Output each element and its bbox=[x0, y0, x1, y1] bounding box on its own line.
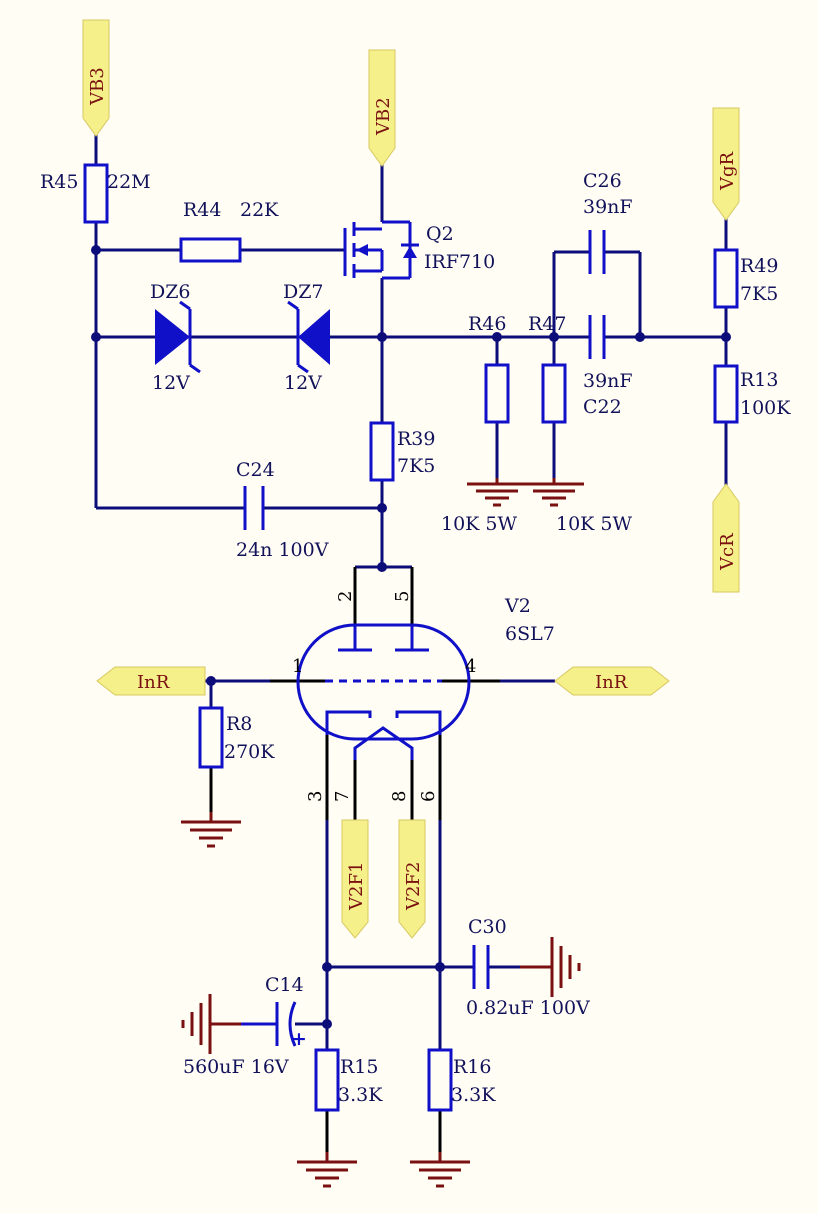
port-inr-left-label: InR bbox=[137, 672, 170, 693]
r44-value: 22K bbox=[240, 199, 279, 221]
v2-value: 6SL7 bbox=[505, 623, 555, 645]
resistor-r39: R39 7K5 bbox=[369, 421, 435, 482]
port-inr-left: InR bbox=[96, 666, 206, 696]
port-v2f2: V2F2 bbox=[398, 819, 426, 939]
port-vcr: VcR bbox=[712, 483, 740, 593]
dz6-ref: DZ6 bbox=[150, 281, 191, 303]
resistor-r47: R47 10K 5W bbox=[528, 313, 632, 535]
port-vgr: VgR bbox=[712, 107, 740, 221]
junctions bbox=[91, 245, 731, 1029]
tube-pin-7: 7 bbox=[332, 791, 353, 802]
resistor-r49: R49 7K5 bbox=[713, 248, 778, 309]
tube-pin-6: 6 bbox=[418, 791, 439, 802]
ground-r15 bbox=[297, 1152, 357, 1188]
c22-ref: C22 bbox=[583, 396, 622, 418]
r15-value: 3.3K bbox=[338, 1084, 383, 1106]
resistor-r13: R13 100K bbox=[713, 364, 791, 424]
q2-value: IRF710 bbox=[424, 251, 495, 273]
tube-leads bbox=[209, 567, 500, 1160]
port-vgr-label: VgR bbox=[717, 151, 738, 191]
c24-ref: C24 bbox=[236, 459, 275, 481]
tube-pin-1: 1 bbox=[292, 656, 303, 677]
port-vb3-label: VB3 bbox=[87, 67, 108, 106]
ground-r8 bbox=[181, 812, 241, 848]
mosfet-q2: Q2 IRF710 bbox=[343, 220, 495, 280]
tube-pin-5: 5 bbox=[392, 591, 413, 602]
port-inr-right-label: InR bbox=[595, 672, 628, 693]
port-v2f1: V2F1 bbox=[341, 819, 369, 939]
r39-ref: R39 bbox=[397, 428, 435, 450]
c22-value: 39nF bbox=[583, 370, 633, 392]
v2-ref: V2 bbox=[504, 595, 531, 617]
c24-value: 24n 100V bbox=[236, 539, 329, 561]
dz6-value: 12V bbox=[152, 372, 190, 394]
dz7-ref: DZ7 bbox=[283, 281, 324, 303]
r13-ref: R13 bbox=[740, 369, 778, 391]
r46-ref: R46 bbox=[468, 313, 506, 335]
c14-ref: C14 bbox=[265, 974, 304, 996]
capacitor-c30: C30 0.82uF 100V bbox=[466, 916, 590, 1019]
r13-value: 100K bbox=[740, 397, 791, 419]
r16-ref: R16 bbox=[453, 1056, 491, 1078]
capacitor-c24: C24 24n 100V bbox=[236, 459, 329, 561]
c26-value: 39nF bbox=[583, 196, 633, 218]
r49-ref: R49 bbox=[740, 255, 778, 277]
zener-dz6: DZ6 12V bbox=[150, 281, 201, 394]
tube-pin-8: 8 bbox=[389, 791, 410, 802]
r45-value: 22M bbox=[107, 171, 151, 193]
c30-ref: C30 bbox=[468, 916, 507, 938]
r44-ref: R44 bbox=[183, 199, 221, 221]
port-vb2-label: VB2 bbox=[373, 97, 394, 136]
r47-value: 10K 5W bbox=[556, 513, 632, 535]
q2-ref: Q2 bbox=[426, 223, 454, 245]
port-v2f2-label: V2F2 bbox=[403, 862, 424, 911]
r15-ref: R15 bbox=[340, 1056, 378, 1078]
c30-value: 0.82uF 100V bbox=[466, 997, 590, 1019]
resistor-r8: R8 270K bbox=[198, 706, 275, 769]
resistor-r45: R45 22M bbox=[40, 163, 151, 224]
capacitor-c22: 39nF C22 bbox=[583, 315, 633, 418]
ground-c14 bbox=[181, 994, 241, 1054]
ground-r16 bbox=[410, 1152, 470, 1188]
r8-value: 270K bbox=[224, 741, 275, 763]
ground-r46 bbox=[467, 478, 527, 507]
tube-pin-4: 4 bbox=[465, 656, 476, 677]
capacitor-c26: C26 39nF bbox=[583, 170, 633, 274]
ground-c30 bbox=[520, 937, 581, 997]
r8-ref: R8 bbox=[226, 713, 252, 735]
c26-ref: C26 bbox=[583, 170, 622, 192]
r45-ref: R45 bbox=[40, 171, 78, 193]
zener-dz7: DZ7 12V bbox=[283, 281, 330, 394]
capacitor-c14: + C14 560uF 16V bbox=[183, 974, 307, 1078]
c14-value: 560uF 16V bbox=[183, 1056, 289, 1078]
c14-polarity: + bbox=[291, 1028, 307, 1050]
r39-value: 7K5 bbox=[397, 455, 435, 477]
resistor-r46: R46 10K 5W bbox=[441, 313, 517, 535]
tube-pin-3: 3 bbox=[305, 791, 326, 802]
resistor-r16: R16 3.3K bbox=[427, 1048, 496, 1112]
port-vb3: VB3 bbox=[82, 19, 110, 137]
port-vb2: VB2 bbox=[368, 49, 396, 167]
port-vcr-label: VcR bbox=[717, 533, 738, 571]
ground-r47 bbox=[524, 478, 584, 507]
r46-value: 10K 5W bbox=[441, 513, 517, 535]
tube-pin-2: 2 bbox=[335, 591, 356, 602]
r49-value: 7K5 bbox=[740, 283, 778, 305]
tube-v2: V2 6SL7 bbox=[296, 595, 555, 760]
r16-value: 3.3K bbox=[451, 1084, 496, 1106]
port-inr-right: InR bbox=[554, 666, 670, 696]
tube-pin-labels: 1 2 3 4 5 6 7 8 bbox=[292, 591, 476, 802]
resistor-r44: R44 22K bbox=[179, 199, 279, 263]
resistor-r15: R15 3.3K bbox=[314, 1048, 383, 1112]
r47-ref: R47 bbox=[528, 313, 566, 335]
port-v2f1-label: V2F1 bbox=[346, 862, 367, 911]
dz7-value: 12V bbox=[284, 372, 322, 394]
